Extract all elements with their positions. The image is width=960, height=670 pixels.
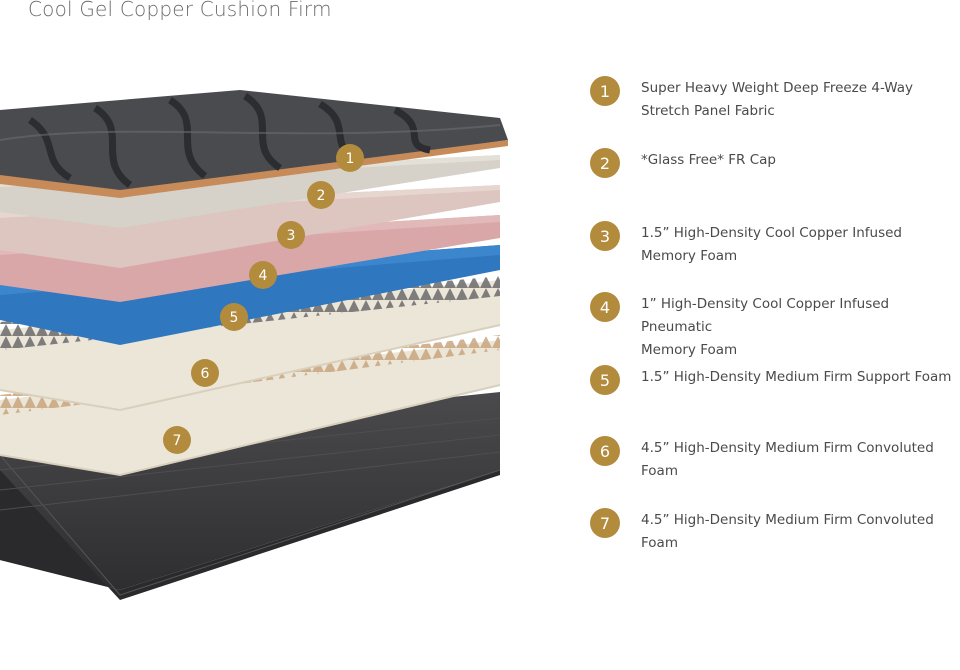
callout-badge-3: 3 — [277, 221, 305, 249]
legend-badge-3: 3 — [590, 221, 620, 251]
legend-label-3: 1.5” High-Density Cool Copper Infused Me… — [641, 225, 902, 264]
legend-badge-5: 5 — [590, 365, 620, 395]
callout-badge-2: 2 — [307, 181, 335, 209]
legend-label-2: *Glass Free* FR Cap — [641, 152, 776, 168]
callout-badge-4: 4 — [249, 261, 277, 289]
legend-item-5: 5 1.5” High-Density Medium Firm Support … — [590, 365, 952, 395]
legend-label-1: Super Heavy Weight Deep Freeze 4-Way Str… — [641, 80, 914, 119]
legend-item-2: 2 *Glass Free* FR Cap — [590, 148, 776, 178]
callout-badge-6: 6 — [191, 359, 219, 387]
legend-label-5: 1.5” High-Density Medium Firm Support Fo… — [641, 369, 952, 385]
layer-legend: 1 Super Heavy Weight Deep Freeze 4-Way S… — [590, 0, 960, 600]
svg-text:7: 7 — [173, 433, 182, 449]
svg-text:1: 1 — [346, 151, 355, 167]
legend-badge-7: 7 — [590, 508, 620, 538]
legend-badge-2: 2 — [590, 148, 620, 178]
callout-badge-5: 5 — [220, 303, 248, 331]
legend-badge-1: 1 — [590, 76, 620, 106]
callout-badge-7: 7 — [163, 426, 191, 454]
legend-item-3: 3 1.5” High-Density Cool Copper Infused … — [590, 221, 902, 268]
legend-item-1: 1 Super Heavy Weight Deep Freeze 4-Way S… — [590, 76, 914, 123]
legend-label-7: 4.5” High-Density Medium Firm Convoluted… — [641, 512, 934, 551]
svg-text:5: 5 — [230, 310, 239, 326]
legend-label-4: 1” High-Density Cool Copper Infused Pneu… — [641, 296, 890, 358]
layer-1-cover-fabric — [0, 90, 508, 198]
legend-item-7: 7 4.5” High-Density Medium Firm Convolut… — [590, 508, 960, 555]
svg-text:6: 6 — [201, 366, 210, 382]
svg-text:4: 4 — [259, 268, 268, 284]
svg-text:2: 2 — [317, 188, 326, 204]
legend-label-6: 4.5” High-Density Medium Firm Convoluted… — [641, 440, 934, 479]
legend-item-6: 6 4.5” High-Density Medium Firm Convolut… — [590, 436, 960, 483]
callout-badge-1: 1 — [336, 144, 364, 172]
legend-item-4: 4 1” High-Density Cool Copper Infused Pn… — [590, 292, 960, 362]
svg-text:3: 3 — [287, 228, 296, 244]
page-title: Cool Gel Copper Cushion Firm — [28, 0, 332, 21]
legend-badge-6: 6 — [590, 436, 620, 466]
legend-badge-4: 4 — [590, 292, 620, 322]
mattress-layers-illustration: 1 2 3 4 5 6 7 — [0, 90, 508, 600]
